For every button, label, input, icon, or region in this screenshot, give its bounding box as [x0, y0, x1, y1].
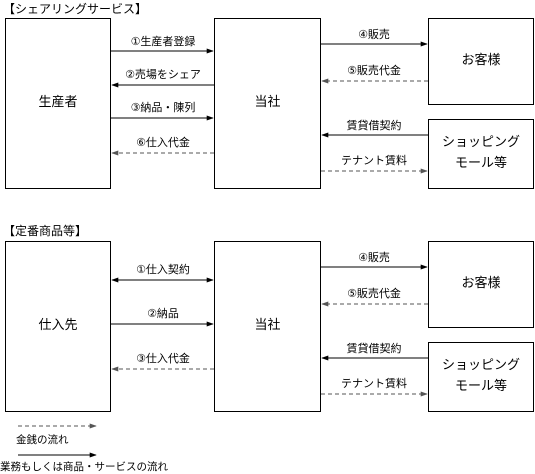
arrow-label-delivery-display: ③納品・陳列 — [130, 101, 196, 114]
customer-box-2: お客様 — [428, 241, 534, 328]
arrow-label-lease-contract: 賃貸借契約 — [346, 119, 402, 132]
company-box-2: 当社 — [214, 241, 321, 412]
arrow-label-purchase-payment: ⑥仕入代金 — [136, 136, 190, 149]
arrow-label-delivery: ②納品 — [147, 307, 179, 320]
customer-box: お客様 — [428, 18, 534, 105]
legend-business-flow: 業務もしくは商品・サービスの流れ — [0, 461, 168, 473]
arrow-label-sales-payment: ⑤販売代金 — [347, 64, 401, 77]
arrow-label-lease-contract-2: 賃貸借契約 — [346, 342, 402, 355]
arrow-label-tenant-rent: テナント賃料 — [341, 154, 407, 167]
mall-box-line1: ショッピング — [441, 135, 520, 151]
producer-box: 生産者 — [5, 18, 111, 189]
arrow-label-producer-registration: ①生産者登録 — [130, 35, 196, 48]
mall-box-2-line1: ショッピング — [441, 358, 520, 374]
section-title-standard: 【定番商品等】 — [3, 224, 88, 238]
supplier-box: 仕入先 — [5, 241, 111, 412]
arrow-label-sales-2: ④販売 — [358, 251, 390, 264]
arrow-label-purchase-contract: ①仕入契約 — [136, 263, 190, 276]
mall-box: ショッピング モール等 — [428, 119, 534, 189]
section-title-sharing: 【シェアリングサービス】 — [3, 2, 148, 16]
legend-money-flow: 金銭の流れ — [16, 434, 69, 446]
company-box: 当社 — [214, 18, 321, 189]
arrow-label-tenant-rent-2: テナント賃料 — [341, 377, 407, 390]
arrow-label-sales-payment-2: ⑤販売代金 — [347, 287, 401, 300]
arrow-label-share-sales-floor: ②売場をシェア — [125, 68, 201, 81]
arrow-label-purchase-payment-2: ③仕入代金 — [136, 352, 190, 365]
arrow-label-sales: ④販売 — [358, 28, 390, 41]
mall-box-line2: モール等 — [454, 156, 507, 171]
mall-box-2: ショッピング モール等 — [428, 342, 534, 412]
mall-box-2-line2: モール等 — [454, 379, 507, 394]
